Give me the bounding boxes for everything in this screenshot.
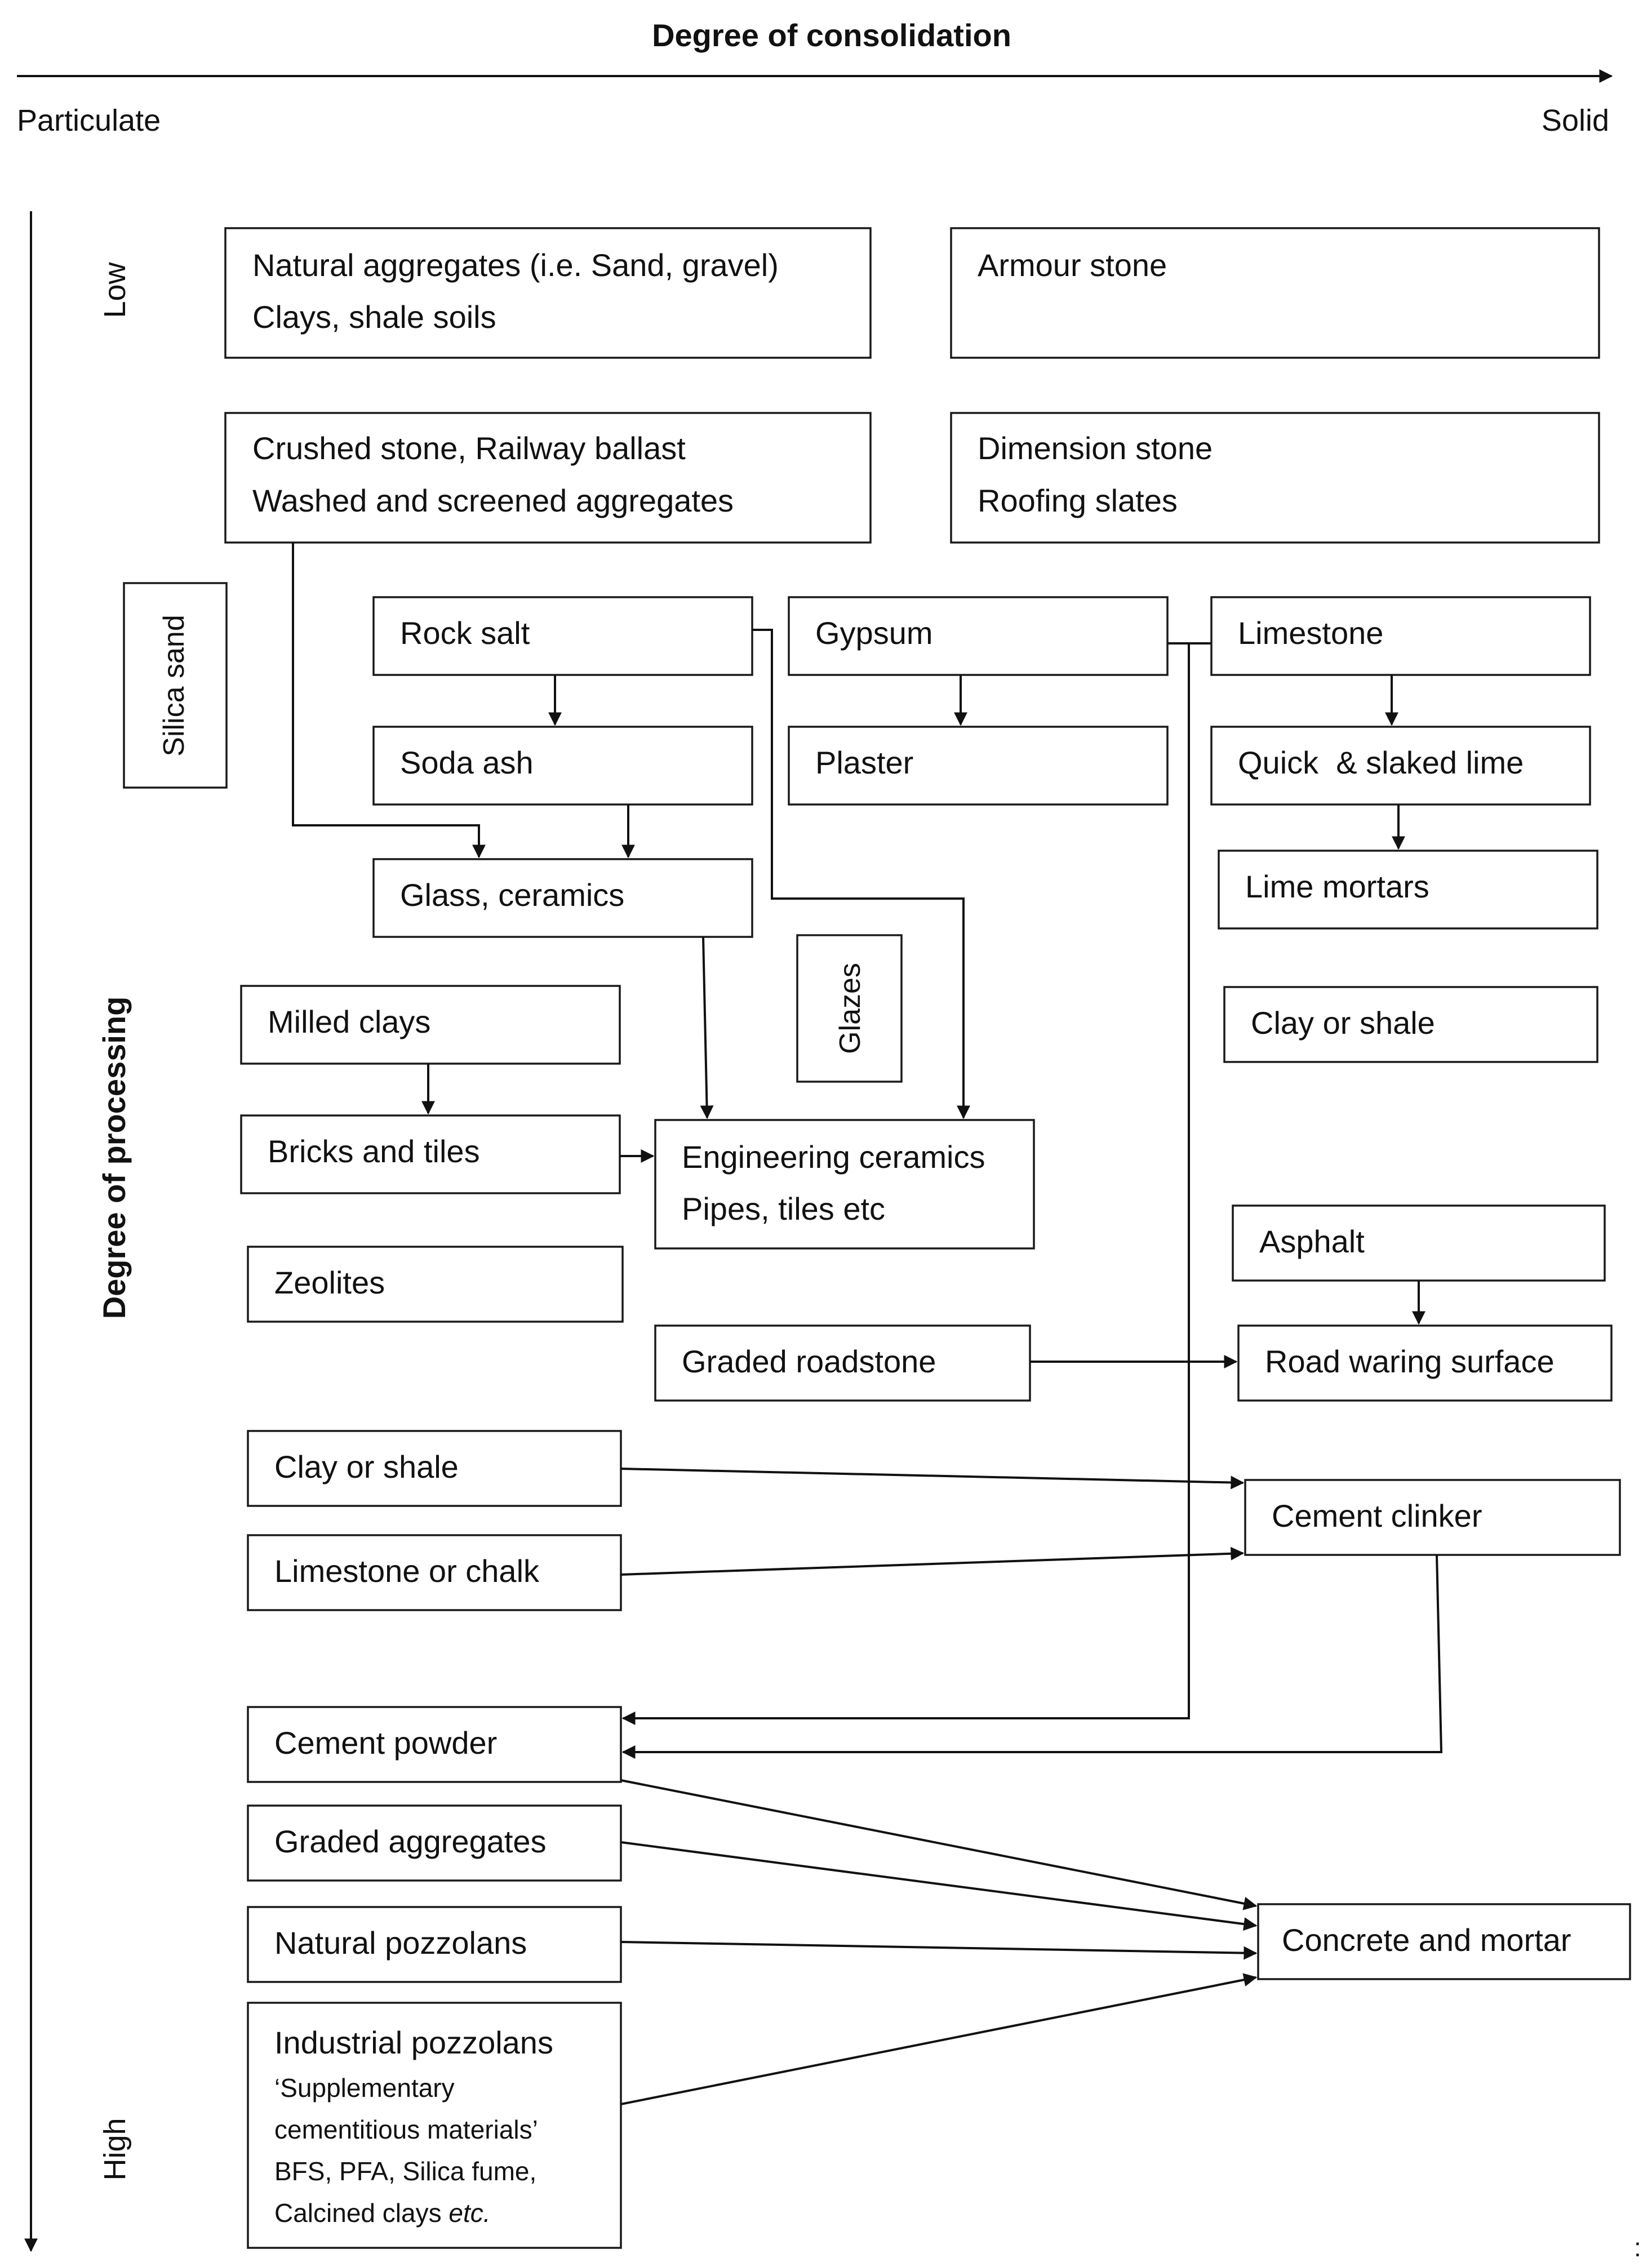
box-crushed-stone: Crushed stone, Railway ballast Washed an… (224, 412, 872, 544)
connector-graded-aggregates-to-concrete (620, 1841, 1258, 1931)
connector-cement-clinker-to-cement-powder (621, 1554, 1443, 1759)
box-armour-stone: Armour stone (950, 227, 1600, 359)
box-road-surface: Road waring surface (1237, 1324, 1613, 1402)
processing-axis: Low Degree of processing High (24, 211, 132, 2252)
box-road-surface-label: Road waring surface (1265, 1344, 1555, 1379)
box-quick-slaked-lime: Quick & slaked lime (1210, 726, 1591, 806)
box-natural-aggregates-line-2: Clays, shale soils (252, 299, 496, 335)
box-plaster-label: Plaster (815, 745, 913, 780)
box-soda-ash: Soda ash (372, 726, 753, 806)
box-limestone-or-chalk-label: Limestone or chalk (274, 1553, 540, 1589)
consolidation-low-label: Particulate (17, 104, 161, 137)
box-lime-mortars: Lime mortars (1218, 850, 1598, 930)
box-silica-sand: Silica sand (123, 582, 228, 789)
box-silica-sand-label: Silica sand (158, 615, 190, 756)
box-graded-roadstone: Graded roadstone (654, 1324, 1031, 1402)
box-concrete-and-mortar-label: Concrete and mortar (1282, 1922, 1571, 1958)
box-plaster: Plaster (788, 726, 1169, 806)
connector-natural-pozzolans-to-concrete (620, 1941, 1258, 1960)
box-milled-clays-label: Milled clays (268, 1004, 430, 1039)
box-concrete-and-mortar: Concrete and mortar (1257, 1903, 1631, 1980)
box-rock-salt-label: Rock salt (400, 615, 530, 651)
connector-limestone-chalk-to-cement-clinker (620, 1546, 1245, 1576)
consolidation-high-label: Solid (1542, 104, 1609, 137)
box-glazes-label: Glazes (834, 963, 867, 1054)
box-industrial-pozzolans-line-2: cementitious materials’ (274, 2115, 538, 2144)
processing-high-label: High (98, 2118, 132, 2180)
box-cement-clinker-label: Cement clinker (1272, 1498, 1482, 1533)
box-industrial-pozzolans-line-3: BFS, PFA, Silica fume, (274, 2157, 536, 2186)
box-industrial-pozzolans: Industrial pozzolans ‘Supplementary ceme… (247, 2002, 622, 2249)
box-clay-or-shale-left-label: Clay or shale (274, 1449, 459, 1484)
box-crushed-stone-line-1: Crushed stone, Railway ballast (252, 430, 686, 466)
box-glass-ceramics-label: Glass, ceramics (400, 877, 624, 913)
box-engineering-ceramics-line-1: Engineering ceramics (682, 1139, 985, 1175)
box-asphalt-label: Asphalt (1259, 1224, 1365, 1259)
box-cement-clinker: Cement clinker (1244, 1479, 1621, 1556)
connector-clay-to-cement-clinker (620, 1468, 1245, 1490)
processing-axis-title: Degree of processing (96, 997, 132, 1319)
box-natural-aggregates: Natural aggregates (i.e. Sand, gravel) C… (224, 227, 872, 359)
corner-mark: : (1634, 2233, 1641, 2262)
box-graded-aggregates: Graded aggregates (247, 1804, 622, 1882)
box-zeolites-label: Zeolites (274, 1265, 385, 1300)
box-industrial-pozzolans-line-4: Calcined clays etc. (274, 2198, 491, 2228)
box-industrial-pozzolans-line-1: ‘Supplementary (274, 2073, 455, 2102)
box-clay-or-shale-right: Clay or shale (1223, 986, 1598, 1063)
box-natural-pozzolans: Natural pozzolans (247, 1906, 622, 1983)
box-clay-or-shale-right-label: Clay or shale (1251, 1005, 1435, 1041)
connector-cement-powder-to-concrete (620, 1779, 1258, 1910)
box-limestone-label: Limestone (1238, 615, 1383, 651)
box-dimension-stone-line-2: Roofing slates (978, 483, 1178, 518)
box-bricks-tiles-label: Bricks and tiles (268, 1134, 480, 1169)
box-clay-or-shale-left: Clay or shale (247, 1430, 622, 1507)
box-milled-clays: Milled clays (240, 985, 621, 1065)
box-dimension-stone: Dimension stone Roofing slates (950, 412, 1600, 544)
connector-rock-salt-to-engineering-ceramics (752, 629, 970, 1119)
processing-low-label: Low (98, 261, 132, 318)
box-dimension-stone-line-1: Dimension stone (978, 430, 1213, 466)
connector-crushed-stone-to-glass (292, 543, 486, 859)
box-industrial-pozzolans-line-4-text: Calcined clays (274, 2198, 448, 2228)
connector-gypsum-limestone-to-cement-powder (623, 642, 1211, 1718)
box-crushed-stone-line-2: Washed and screened aggregates (252, 483, 734, 518)
consolidation-axis-title: Degree of consolidation (652, 17, 1011, 53)
box-asphalt: Asphalt (1232, 1204, 1606, 1282)
box-lime-mortars-label: Lime mortars (1245, 869, 1429, 904)
box-industrial-pozzolans-title: Industrial pozzolans (274, 2025, 553, 2060)
box-industrial-pozzolans-line-4-italic: etc. (448, 2198, 490, 2228)
box-rock-salt: Rock salt (372, 596, 753, 676)
box-cement-powder: Cement powder (247, 1706, 622, 1783)
box-gypsum-label: Gypsum (815, 615, 933, 651)
box-bricks-tiles: Bricks and tiles (240, 1114, 621, 1194)
box-engineering-ceramics-line-2: Pipes, tiles etc (682, 1191, 885, 1226)
box-limestone: Limestone (1210, 596, 1591, 676)
box-natural-pozzolans-label: Natural pozzolans (274, 1925, 527, 1961)
consolidation-axis: Degree of consolidation Particulate Soli… (17, 17, 1613, 137)
box-quick-slaked-lime-label: Quick & slaked lime (1238, 745, 1524, 780)
box-zeolites: Zeolites (247, 1246, 624, 1323)
box-limestone-or-chalk: Limestone or chalk (247, 1534, 622, 1611)
box-cement-powder-label: Cement powder (274, 1725, 497, 1761)
connector-glass-to-engineering-ceramics (700, 936, 714, 1119)
box-glass-ceramics: Glass, ceramics (372, 858, 753, 938)
box-graded-aggregates-label: Graded aggregates (274, 1824, 547, 1859)
box-soda-ash-label: Soda ash (400, 745, 534, 780)
box-gypsum: Gypsum (788, 596, 1169, 676)
box-armour-stone-label: Armour stone (978, 247, 1167, 283)
box-glazes: Glazes (796, 934, 903, 1083)
box-natural-aggregates-line-1: Natural aggregates (i.e. Sand, gravel) (252, 247, 779, 283)
connector-industrial-pozzolans-to-concrete (620, 1973, 1258, 2105)
box-graded-roadstone-label: Graded roadstone (682, 1344, 936, 1379)
connectors (292, 543, 1443, 2105)
box-engineering-ceramics: Engineering ceramics Pipes, tiles etc (654, 1119, 1035, 1250)
